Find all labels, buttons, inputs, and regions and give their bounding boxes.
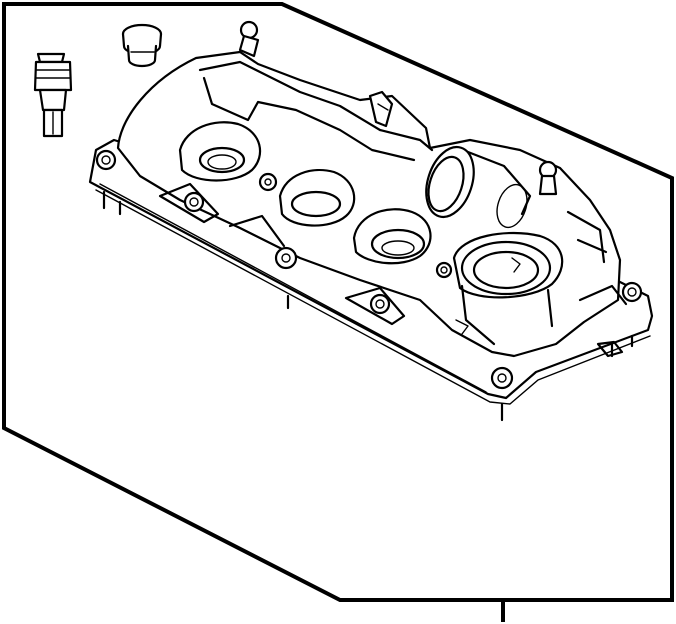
mounting-posts xyxy=(102,190,634,422)
end-bracket xyxy=(566,210,624,358)
oil-filler-neck xyxy=(452,231,564,346)
breather-connector-icon xyxy=(33,52,73,138)
valve-cover-icon xyxy=(88,50,654,422)
assembly-boundary xyxy=(2,2,674,602)
plug-well-center xyxy=(278,168,356,227)
sensor-boss xyxy=(425,145,532,229)
plug-well-right xyxy=(352,208,432,265)
oil-filler-plug-icon xyxy=(121,23,163,68)
plug-well-left xyxy=(178,121,262,182)
ball-stud-icon xyxy=(238,20,260,58)
ribs xyxy=(158,182,628,335)
bolt-bosses xyxy=(95,149,643,390)
top-clip xyxy=(368,90,394,128)
top-stud xyxy=(538,160,558,196)
